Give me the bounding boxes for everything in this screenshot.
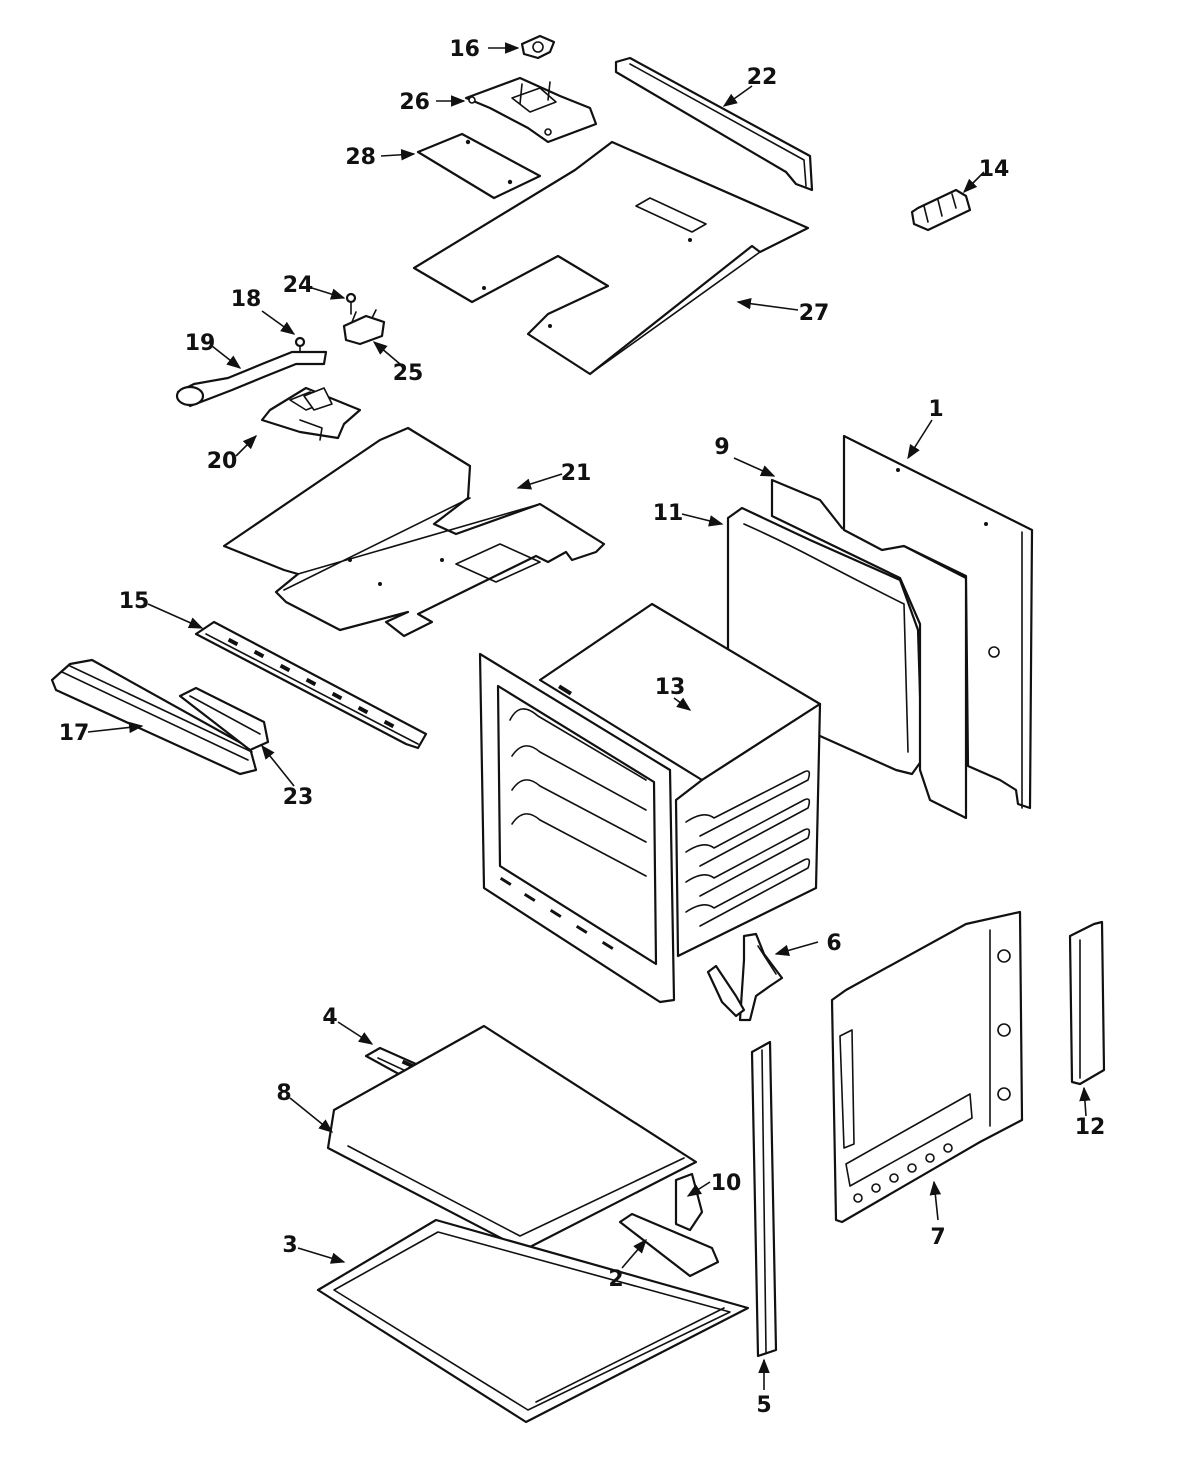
callout-17: 17 — [59, 721, 90, 746]
oven-cavity-frame-slots — [499, 684, 614, 950]
part-7-side-panel — [830, 910, 1024, 1224]
part-24-screw — [345, 292, 357, 315]
callout-labels: 16 26 28 22 14 24 27 18 25 19 20 21 1 9 … — [59, 37, 1106, 1418]
part-19-sensor-probe — [175, 350, 328, 408]
callout-19: 19 — [185, 331, 216, 356]
part-27-top-panel — [412, 140, 810, 376]
part-23-channel — [178, 686, 270, 752]
callout-16: 16 — [449, 37, 480, 62]
part-9-panel — [770, 478, 968, 820]
callout-27: 27 — [799, 301, 830, 326]
oven-cavity — [478, 602, 822, 1004]
part-2-bottom-rail — [618, 1212, 720, 1278]
callout-4: 4 — [322, 1005, 337, 1030]
oven-cavity-inner-ribs — [509, 708, 647, 877]
part-3-floor — [316, 1218, 750, 1424]
callout-5: 5 — [756, 1393, 771, 1418]
part-28-plate — [416, 132, 542, 200]
callout-leaders — [87, 42, 1091, 1390]
callout-8: 8 — [276, 1081, 291, 1106]
part-22-top-rail — [614, 56, 814, 192]
part-18-screw — [294, 336, 306, 355]
part-20-bracket — [260, 386, 362, 441]
callout-9: 9 — [714, 435, 729, 460]
callout-3: 3 — [282, 1233, 297, 1258]
part-17-front-trim — [50, 658, 258, 776]
callout-25: 25 — [393, 361, 424, 386]
callout-14: 14 — [979, 157, 1010, 182]
part-5-vertical-trim — [750, 1040, 778, 1358]
callout-15: 15 — [119, 589, 150, 614]
part-7-holes — [853, 949, 1011, 1203]
part-21-heat-shield — [222, 426, 606, 638]
callout-7: 7 — [930, 1225, 945, 1250]
part-12-strip — [1068, 920, 1106, 1086]
part-14-clip — [910, 188, 972, 232]
callout-6: 6 — [826, 931, 841, 956]
part-25-switch — [342, 309, 386, 346]
callout-12: 12 — [1075, 1115, 1106, 1140]
callout-22: 22 — [747, 65, 778, 90]
part-26-bracket — [464, 76, 598, 144]
part-6-hinge — [706, 932, 784, 1022]
callout-26: 26 — [399, 90, 430, 115]
part-1-rear-panel — [842, 434, 1034, 810]
part-16-sensor-clip — [520, 34, 556, 60]
part-10-bracket — [674, 1172, 704, 1232]
callout-24: 24 — [283, 273, 314, 298]
callout-21: 21 — [561, 461, 592, 486]
callout-13: 13 — [655, 675, 686, 700]
callout-20: 20 — [207, 449, 238, 474]
callout-10: 10 — [711, 1171, 742, 1196]
callout-18: 18 — [231, 287, 262, 312]
part-8-bottom-pan — [326, 1024, 698, 1252]
part-15-vents — [227, 637, 395, 729]
callout-2: 2 — [608, 1267, 623, 1292]
oven-cavity-rack-grooves — [685, 770, 811, 927]
callout-11: 11 — [653, 501, 684, 526]
callout-1: 1 — [928, 397, 943, 422]
callout-23: 23 — [283, 785, 314, 810]
callout-28: 28 — [345, 145, 376, 170]
part-15-vented-strip — [194, 620, 428, 750]
